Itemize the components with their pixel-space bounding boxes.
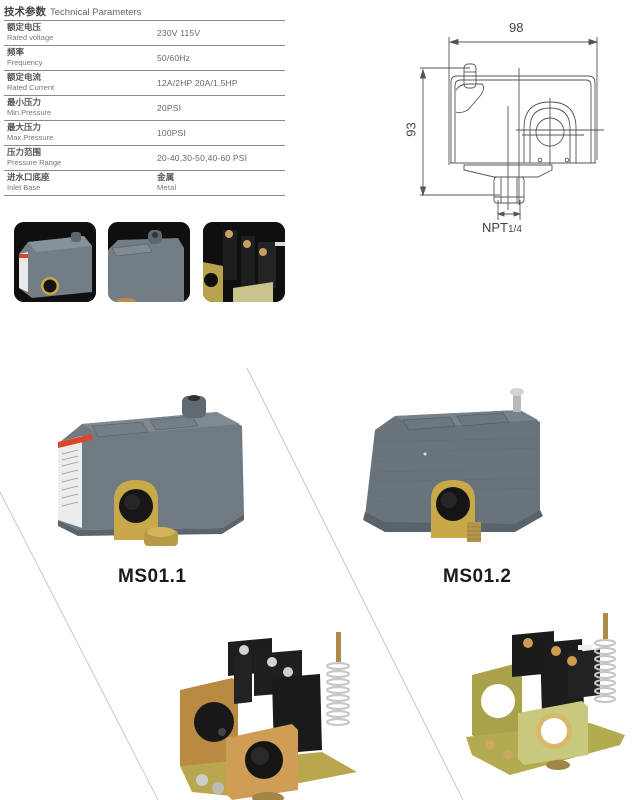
spec-value: 100PSI (157, 128, 187, 138)
width-dimension-label: 98 (509, 20, 524, 35)
thumbnail-housing-top (108, 222, 190, 302)
pressure-switch-ms01-2-image (363, 388, 543, 542)
spec-label-cn: 最小压力 (7, 98, 42, 108)
spec-value: 12A/2HP 20A/1.5HP (157, 78, 238, 88)
spec-label-cn: 频率 (7, 48, 25, 58)
spec-value-cn: 金属 (157, 173, 175, 183)
pressure-switch-thumbnail-image (14, 222, 96, 302)
spec-label-cn: 最大压力 (7, 123, 42, 133)
thread-size-label: NPT1/4 (482, 220, 522, 235)
thread-size: 1/4 (508, 224, 522, 235)
spec-label-en: Inlet Base (7, 183, 41, 192)
internal-mechanism-image-1 (172, 632, 372, 800)
spec-title-cn: 技术参数 (4, 6, 46, 18)
spec-value-en: Metal (157, 183, 177, 192)
spec-label-en: Max.Pressure (7, 133, 54, 142)
spec-table-title: 技术参数 Technical Parameters (4, 4, 285, 20)
spec-label-en: Min.Pressure (7, 108, 52, 117)
spec-title-en: Technical Parameters (50, 7, 142, 18)
terminal-block-thumbnail-image (203, 222, 285, 302)
spec-value: 230V 115V (157, 28, 201, 38)
product-image-ms01-2 (355, 382, 555, 542)
spec-value: 20PSI (157, 103, 182, 113)
pressure-switch-ms01-1-image (58, 395, 244, 546)
spec-value: 20-40,30-50,40-60 PSI (157, 153, 248, 163)
product-image-ms01-1 (52, 382, 257, 547)
thumbnail-terminal-block (203, 222, 285, 302)
height-dimension-label: 93 (403, 122, 419, 137)
switch-mechanism-image (180, 632, 357, 800)
spec-value: 50/60Hz (157, 53, 191, 63)
spec-label-cn: 进水口底座 (7, 173, 50, 183)
spec-label-cn: 额定电压 (7, 23, 42, 33)
switch-mechanism-image (466, 613, 625, 775)
housing-top-thumbnail-image (108, 222, 190, 302)
dimension-drawing: 98 93 NPT1/4 (390, 10, 637, 250)
spec-label-en: Frequency (7, 58, 43, 67)
thread-type: NPT (482, 220, 508, 235)
thumbnail-housing-label (14, 222, 96, 302)
spec-label-en: Rated Current (7, 83, 55, 92)
model-label-ms01-1: MS01.1 (118, 566, 187, 587)
internal-mechanism-image-2 (450, 605, 630, 775)
spec-label-cn: 压力范围 (7, 148, 42, 158)
spec-label-cn: 额定电流 (7, 73, 42, 83)
model-label-ms01-2: MS01.2 (443, 566, 512, 587)
spec-label-en: Rated voltage (7, 33, 54, 42)
spec-label-en: Pressure Range (7, 158, 62, 167)
dimension-drawing-lines (419, 37, 604, 220)
